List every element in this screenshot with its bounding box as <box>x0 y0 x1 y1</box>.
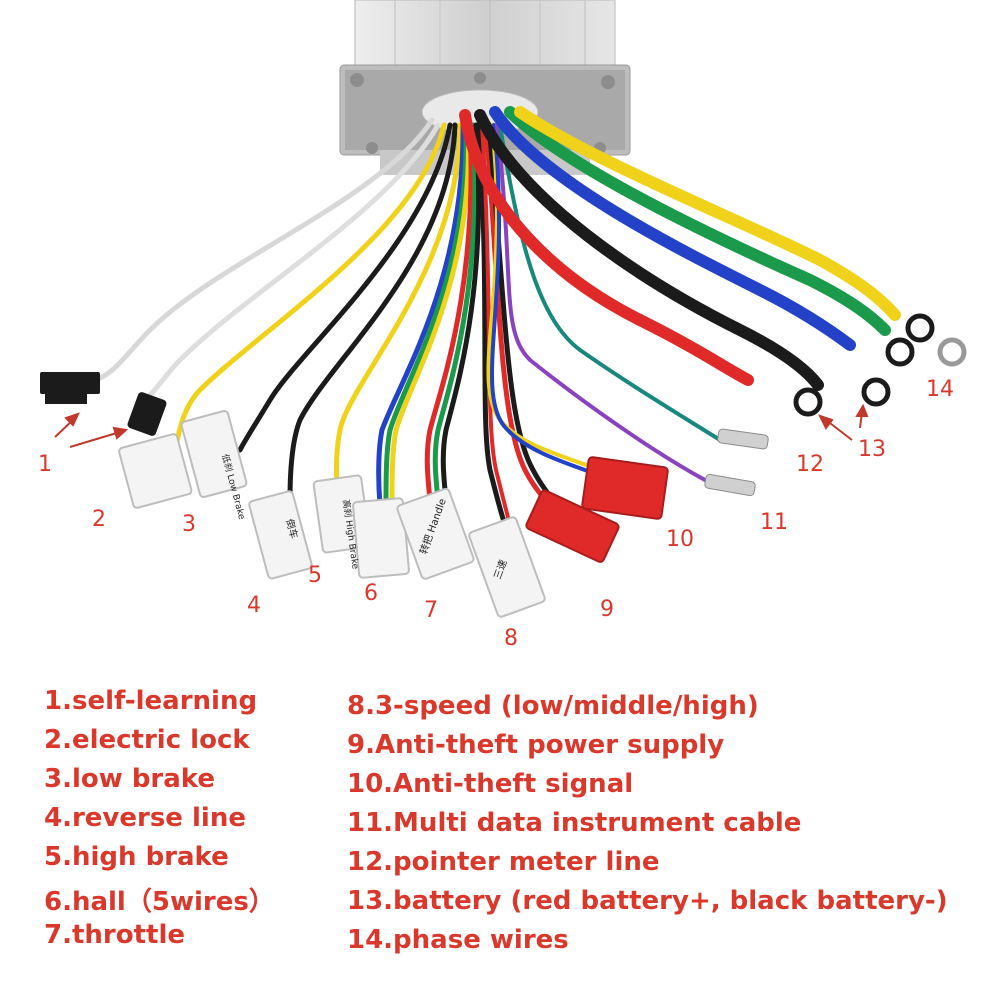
callout-number-13: 13 <box>858 437 886 462</box>
callout-number-10: 10 <box>666 527 694 552</box>
connector-8 <box>468 516 546 618</box>
legend-item-11: 11.Multi data instrument cable <box>347 808 802 838</box>
wire-bundle <box>87 106 901 528</box>
legend-item-6: 6.hall（5wires） <box>44 887 275 917</box>
connector-2 <box>118 433 193 509</box>
wire-purple-11 <box>495 123 707 482</box>
legend-item-3: 3.low brake <box>44 764 216 794</box>
callout-number-5: 5 <box>308 563 322 588</box>
callout-number-7: 7 <box>424 598 438 623</box>
ring-terminals <box>793 313 967 417</box>
wire-yellow-c5 <box>333 122 463 488</box>
callout-number-9: 9 <box>600 597 614 622</box>
wire-black-3speed <box>476 122 508 528</box>
legend-item-7: 7.throttle <box>44 920 185 950</box>
ring-terminal-red <box>793 387 823 417</box>
wire-white-2 <box>147 122 441 398</box>
legend-item-2: 2.electric lock <box>44 725 250 755</box>
wire-red-3speed <box>480 123 512 527</box>
legend-item-5: 5.high brake <box>44 842 229 872</box>
connector-10 <box>581 456 669 520</box>
wire-black-battery <box>474 109 824 391</box>
spade-terminal-12 <box>717 428 769 450</box>
legend-item-9: 9.Anti-theft power supply <box>347 730 725 760</box>
wire-red-throttle <box>424 122 474 503</box>
connector-3 <box>180 410 248 498</box>
spade-terminals <box>704 428 769 497</box>
callout-number-4: 4 <box>247 593 261 618</box>
connector-1-self-learning <box>40 372 167 436</box>
wire-black-c4 <box>287 122 458 503</box>
callout-number-12: 12 <box>796 452 824 477</box>
legend-item-13: 13.battery (red battery+, black battery-… <box>347 886 948 916</box>
spade-terminal-11 <box>704 473 756 497</box>
wire-red-battery <box>459 109 754 386</box>
connector-4 <box>248 490 313 580</box>
wire-yellow-c3 <box>172 122 447 458</box>
white-connectors <box>118 410 546 618</box>
callout-number-14: 14 <box>926 377 954 402</box>
red-connectors <box>525 456 669 563</box>
wire-green-phase <box>504 106 891 336</box>
callout-number-2: 2 <box>92 507 106 532</box>
wire-blue-phase <box>489 106 856 351</box>
wire-yellow-phase <box>514 106 901 321</box>
callout-number-11: 11 <box>760 510 788 535</box>
wire-green-throttle <box>432 122 478 503</box>
legend-item-8: 8.3-speed (low/middle/high) <box>347 691 759 721</box>
wire-blue-hall <box>376 122 466 508</box>
wire-blue-10 <box>490 123 604 478</box>
ring-terminal-green <box>905 313 935 343</box>
legend-item-14: 14.phase wires <box>347 925 569 955</box>
wire-white-1 <box>87 117 435 385</box>
ring-terminal-blue <box>885 337 915 367</box>
connector-7 <box>396 487 475 580</box>
wire-yellow-hall <box>389 122 472 508</box>
callout-number-8: 8 <box>504 626 518 651</box>
connector-9 <box>525 489 620 563</box>
controller-wiring-photo: 低刹 Low Brake 倒车 高刹 High Brake 转把 Handle … <box>40 0 967 618</box>
legend-item-4: 4.reverse line <box>44 803 246 833</box>
wire-black-c3 <box>237 122 453 453</box>
callout-number-6: 6 <box>364 581 378 606</box>
callout-number-1: 1 <box>38 452 52 477</box>
wire-green-hall <box>383 122 469 508</box>
pointer-arrows <box>54 403 869 448</box>
legend-item-1: 1.self-learning <box>44 686 258 716</box>
ring-terminal-yellow <box>937 337 967 367</box>
wire-yellow-10 <box>486 123 602 472</box>
legend-item-10: 10.Anti-theft signal <box>347 769 634 799</box>
callout-number-3: 3 <box>182 512 196 537</box>
legend-item-12: 12.pointer meter line <box>347 847 660 877</box>
wire-black-throttle <box>440 122 482 503</box>
ring-terminal-black <box>861 377 891 407</box>
